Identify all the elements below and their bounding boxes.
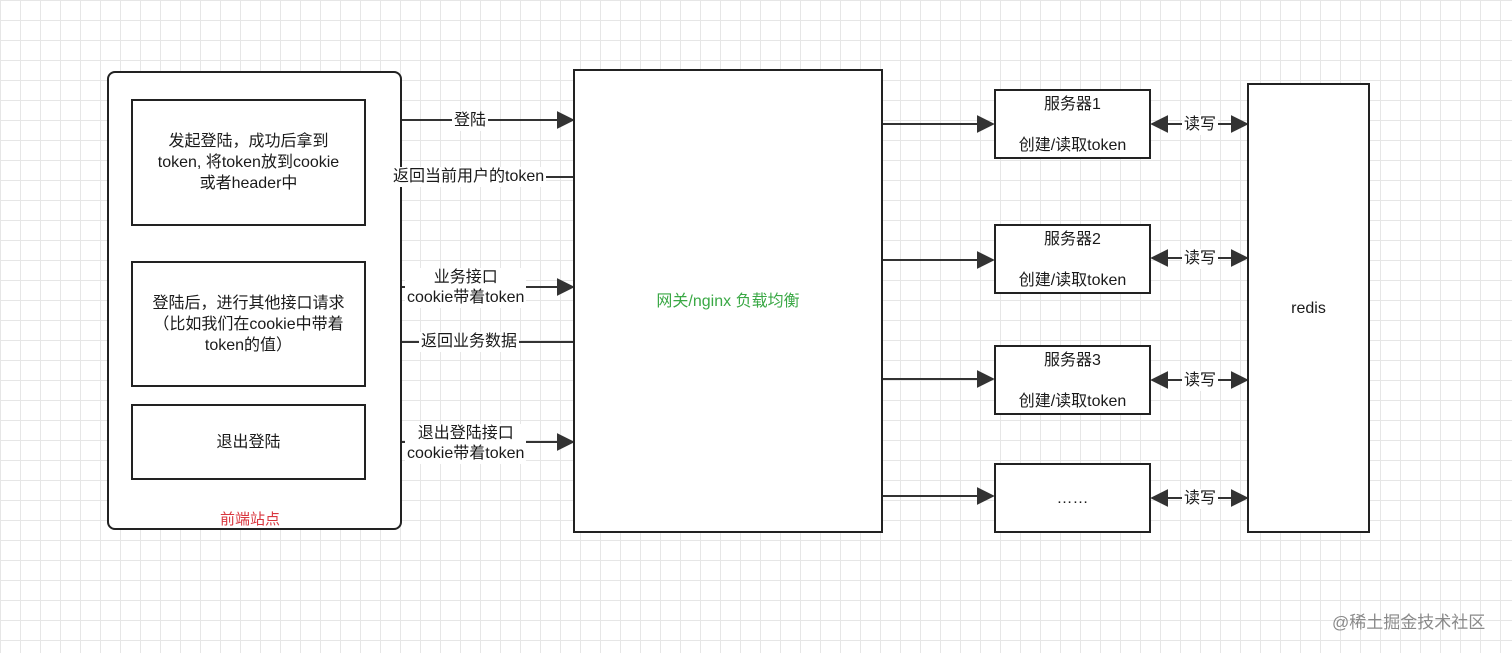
- rw-label-4: 读写: [1182, 489, 1219, 509]
- logout-box: 退出登陆: [131, 404, 366, 480]
- return-data-edge-label: 返回业务数据: [419, 332, 520, 352]
- rw-label-1: 读写: [1182, 115, 1219, 135]
- logout-edge-label: 退出登陆接口 cookie带着token: [405, 424, 527, 464]
- server-box-1: 服务器1 创建/读取token: [994, 89, 1151, 159]
- server-name: ……: [1056, 489, 1089, 507]
- frontend-caption: 前端站点: [220, 511, 281, 528]
- gateway-label: 网关/nginx 负载均衡: [656, 292, 800, 310]
- server-name: 服务器3: [1044, 352, 1101, 369]
- server-name: 服务器1: [1044, 96, 1101, 113]
- rw-label-3: 读写: [1182, 371, 1219, 391]
- rw-label-2: 读写: [1182, 249, 1219, 269]
- request-box-text: 登陆后，进行其他接口请求 （比如我们在cookie中带着 token的值）: [152, 294, 345, 354]
- server-box-2: 服务器2 创建/读取token: [994, 224, 1151, 294]
- redis-box: redis: [1247, 83, 1370, 533]
- server-box-more: ……: [994, 463, 1151, 533]
- logout-box-text: 退出登陆: [216, 433, 281, 451]
- login-edge-label: 登陆: [452, 111, 489, 131]
- return-token-edge-label: 返回当前用户的token: [391, 167, 547, 187]
- server-action: 创建/读取token: [1018, 393, 1127, 410]
- login-box-text: 发起登陆，成功后拿到 token, 将token放到cookie 或者heade…: [157, 133, 340, 192]
- server-action: 创建/读取token: [1018, 137, 1127, 154]
- login-box: 发起登陆，成功后拿到 token, 将token放到cookie 或者heade…: [131, 99, 366, 226]
- redis-label: redis: [1291, 299, 1326, 317]
- watermark: @稀土掘金技术社区: [1332, 613, 1486, 632]
- server-action: 创建/读取token: [1018, 272, 1127, 289]
- server-box-3: 服务器3 创建/读取token: [994, 345, 1151, 415]
- server-name: 服务器2: [1044, 231, 1101, 248]
- gateway-box: 网关/nginx 负载均衡: [573, 69, 883, 533]
- request-box: 登陆后，进行其他接口请求 （比如我们在cookie中带着 token的值）: [131, 261, 366, 387]
- business-edge-label: 业务接口 cookie带着token: [405, 268, 527, 308]
